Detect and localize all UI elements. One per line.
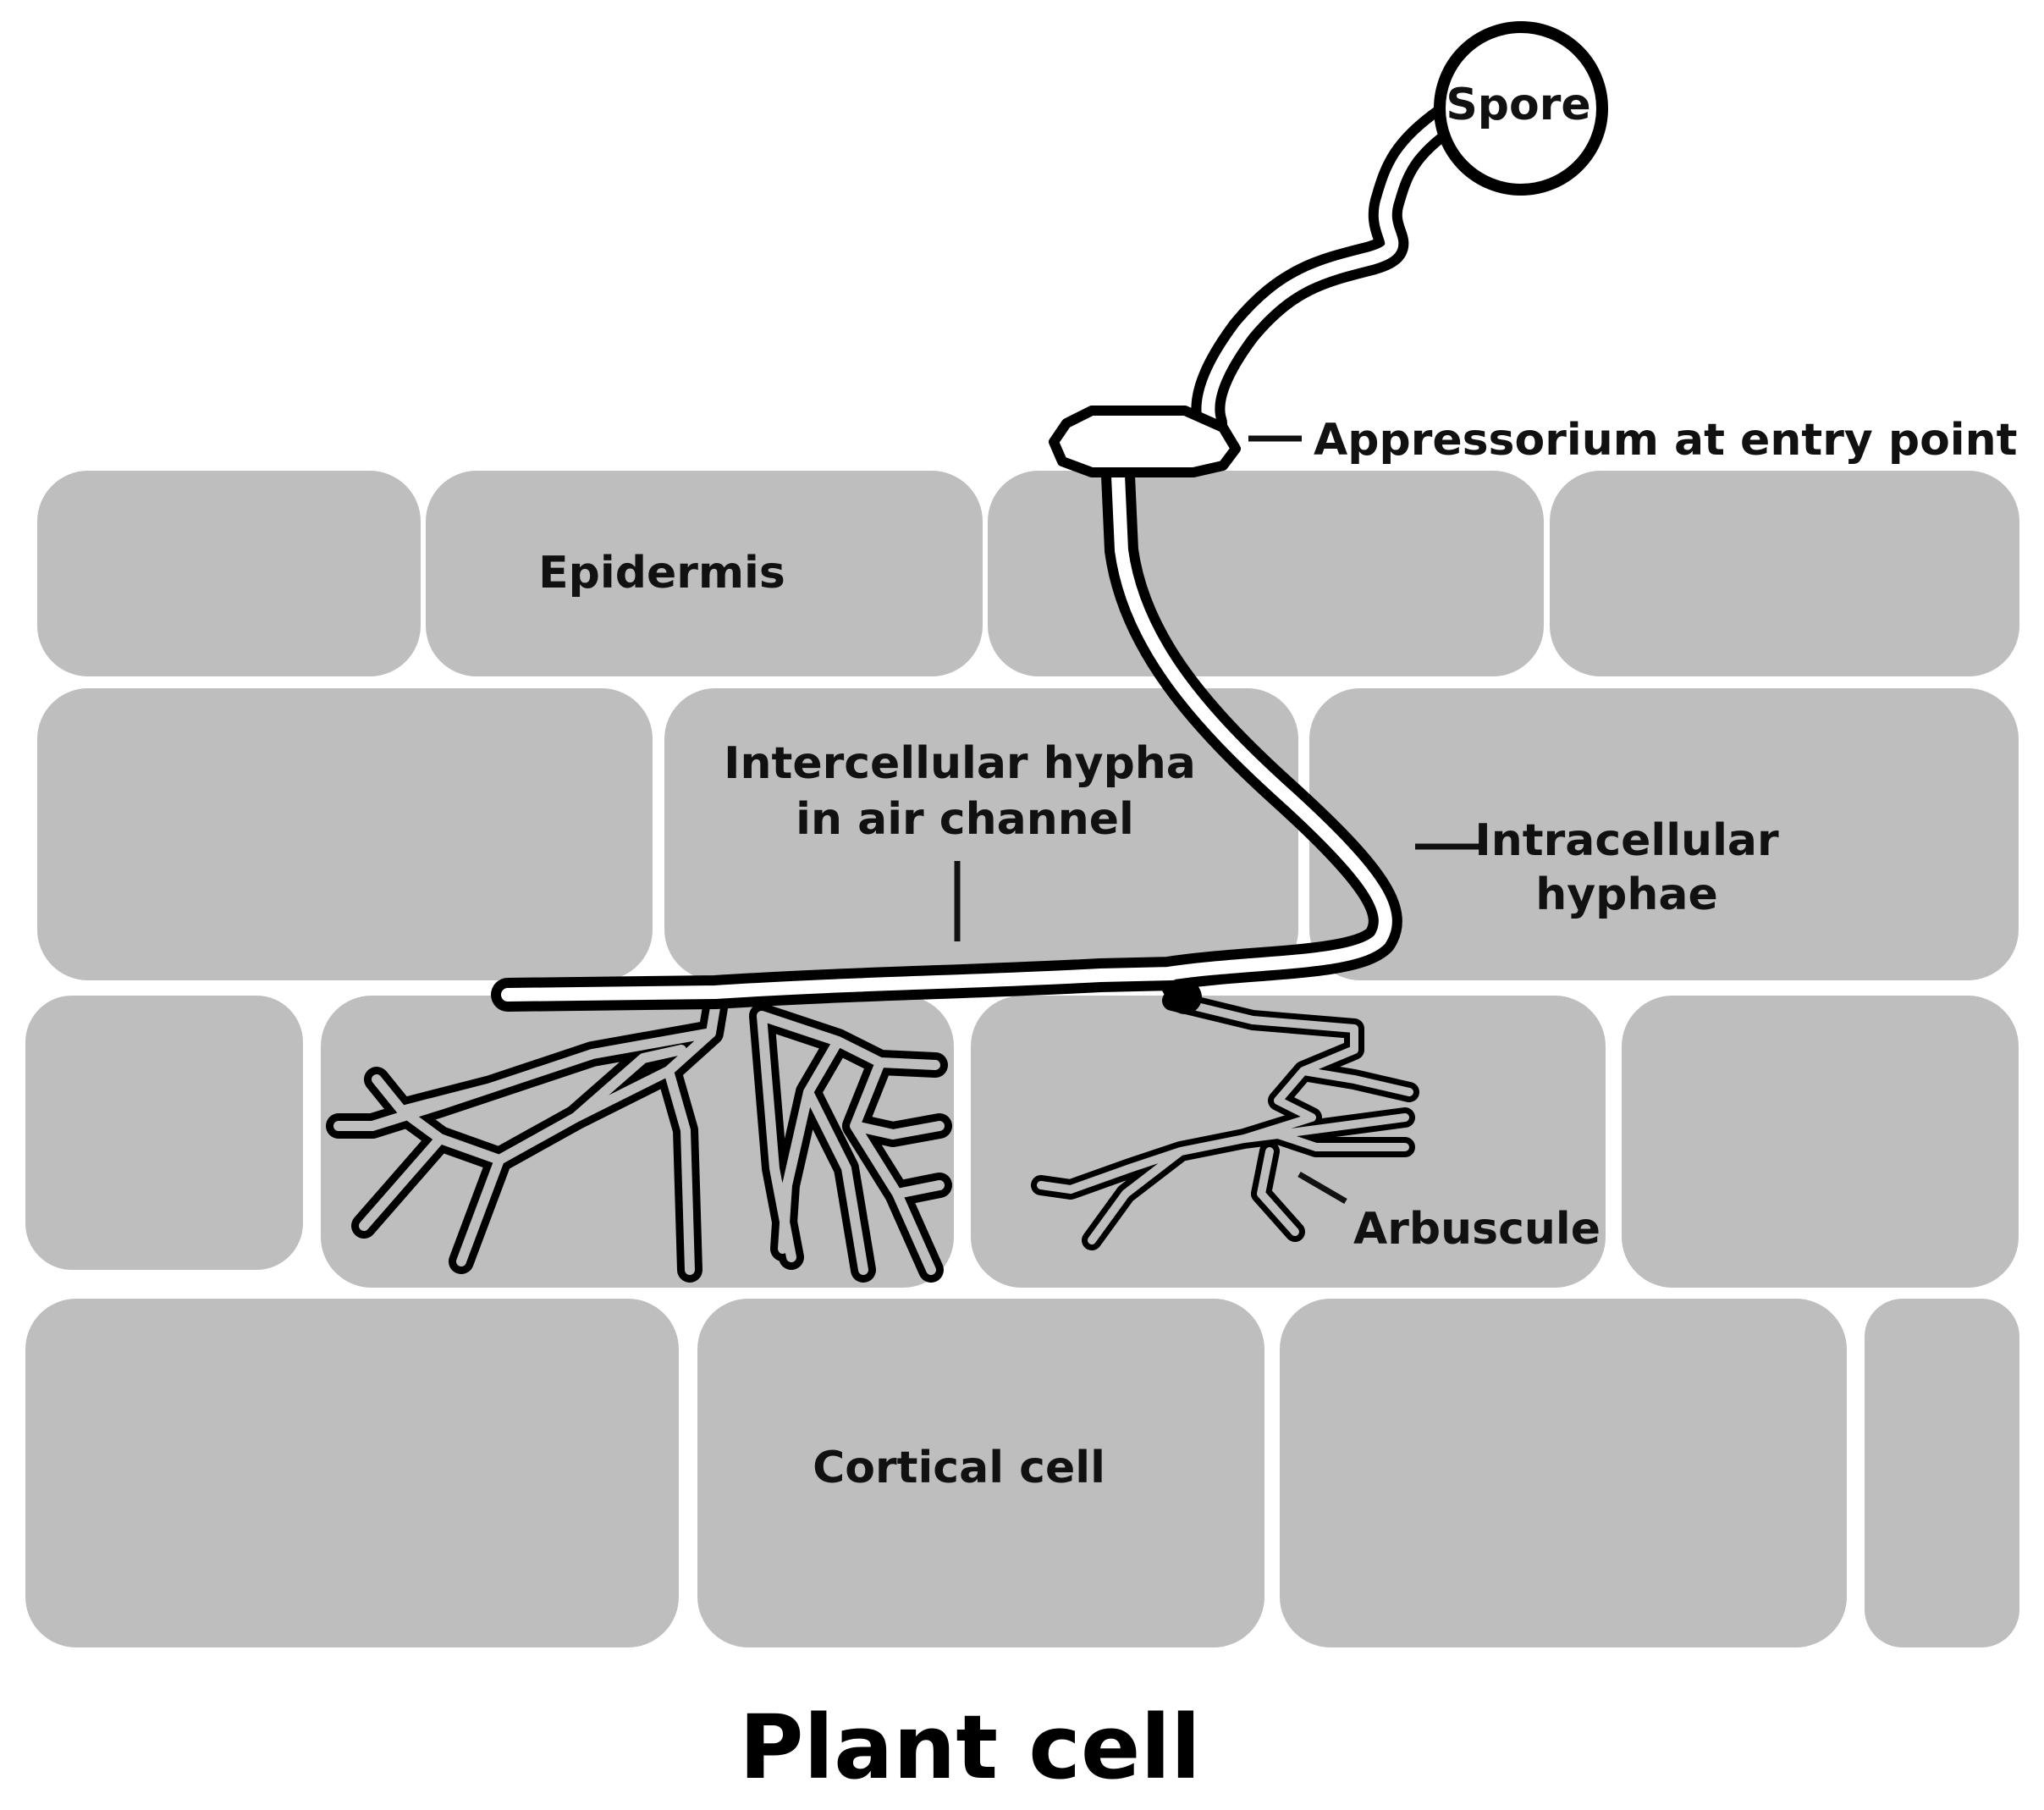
spore-body [1434, 21, 1608, 196]
second-cell-layer [37, 688, 2019, 980]
plant-cell [37, 688, 653, 980]
spore [1434, 21, 1608, 196]
diagram-title: Plant cell [739, 1696, 1201, 1799]
plant-cell [1622, 996, 2019, 1288]
epidermis-cell [988, 471, 1544, 676]
arbuscule-right [1031, 991, 1419, 1250]
intercellular-label-line2: in air channel [796, 794, 1134, 845]
cortical-cell [1280, 1299, 1847, 1647]
cortical-cell-label: Cortical cell [813, 1443, 1105, 1493]
appressorium [1049, 406, 1241, 477]
epidermis-label: Epidermis [538, 548, 785, 599]
intracellular-label-line1: Intracellular [1474, 815, 1779, 866]
fungal-hypha [491, 102, 1464, 1014]
epidermis-cell [37, 471, 421, 676]
third-cell-layer [25, 996, 2019, 1288]
plant-cell [25, 996, 303, 1270]
intercellular-label-line1: Intercellular hypha [724, 738, 1196, 789]
cortical-cell [697, 1299, 1264, 1647]
plant-cell [664, 688, 1298, 980]
epidermis-cell [426, 471, 983, 676]
cortical-cell [1865, 1299, 2019, 1647]
arbuscule-leader [1297, 1171, 1347, 1205]
cortical-layer [25, 1299, 2019, 1647]
appressorium-label: Appressorium at entry point [1314, 415, 2018, 466]
arbuscule-label: Arbuscule [1353, 1204, 1600, 1255]
intracellular-label-line2: hyphae [1535, 869, 1718, 920]
plant-cell [1309, 688, 2019, 980]
cortical-cell [25, 1299, 679, 1647]
epidermis-layer [37, 471, 2019, 676]
spore-label: Spore [1446, 80, 1590, 130]
arbuscule-left [326, 995, 952, 1283]
epidermis-cell [1550, 471, 2019, 676]
